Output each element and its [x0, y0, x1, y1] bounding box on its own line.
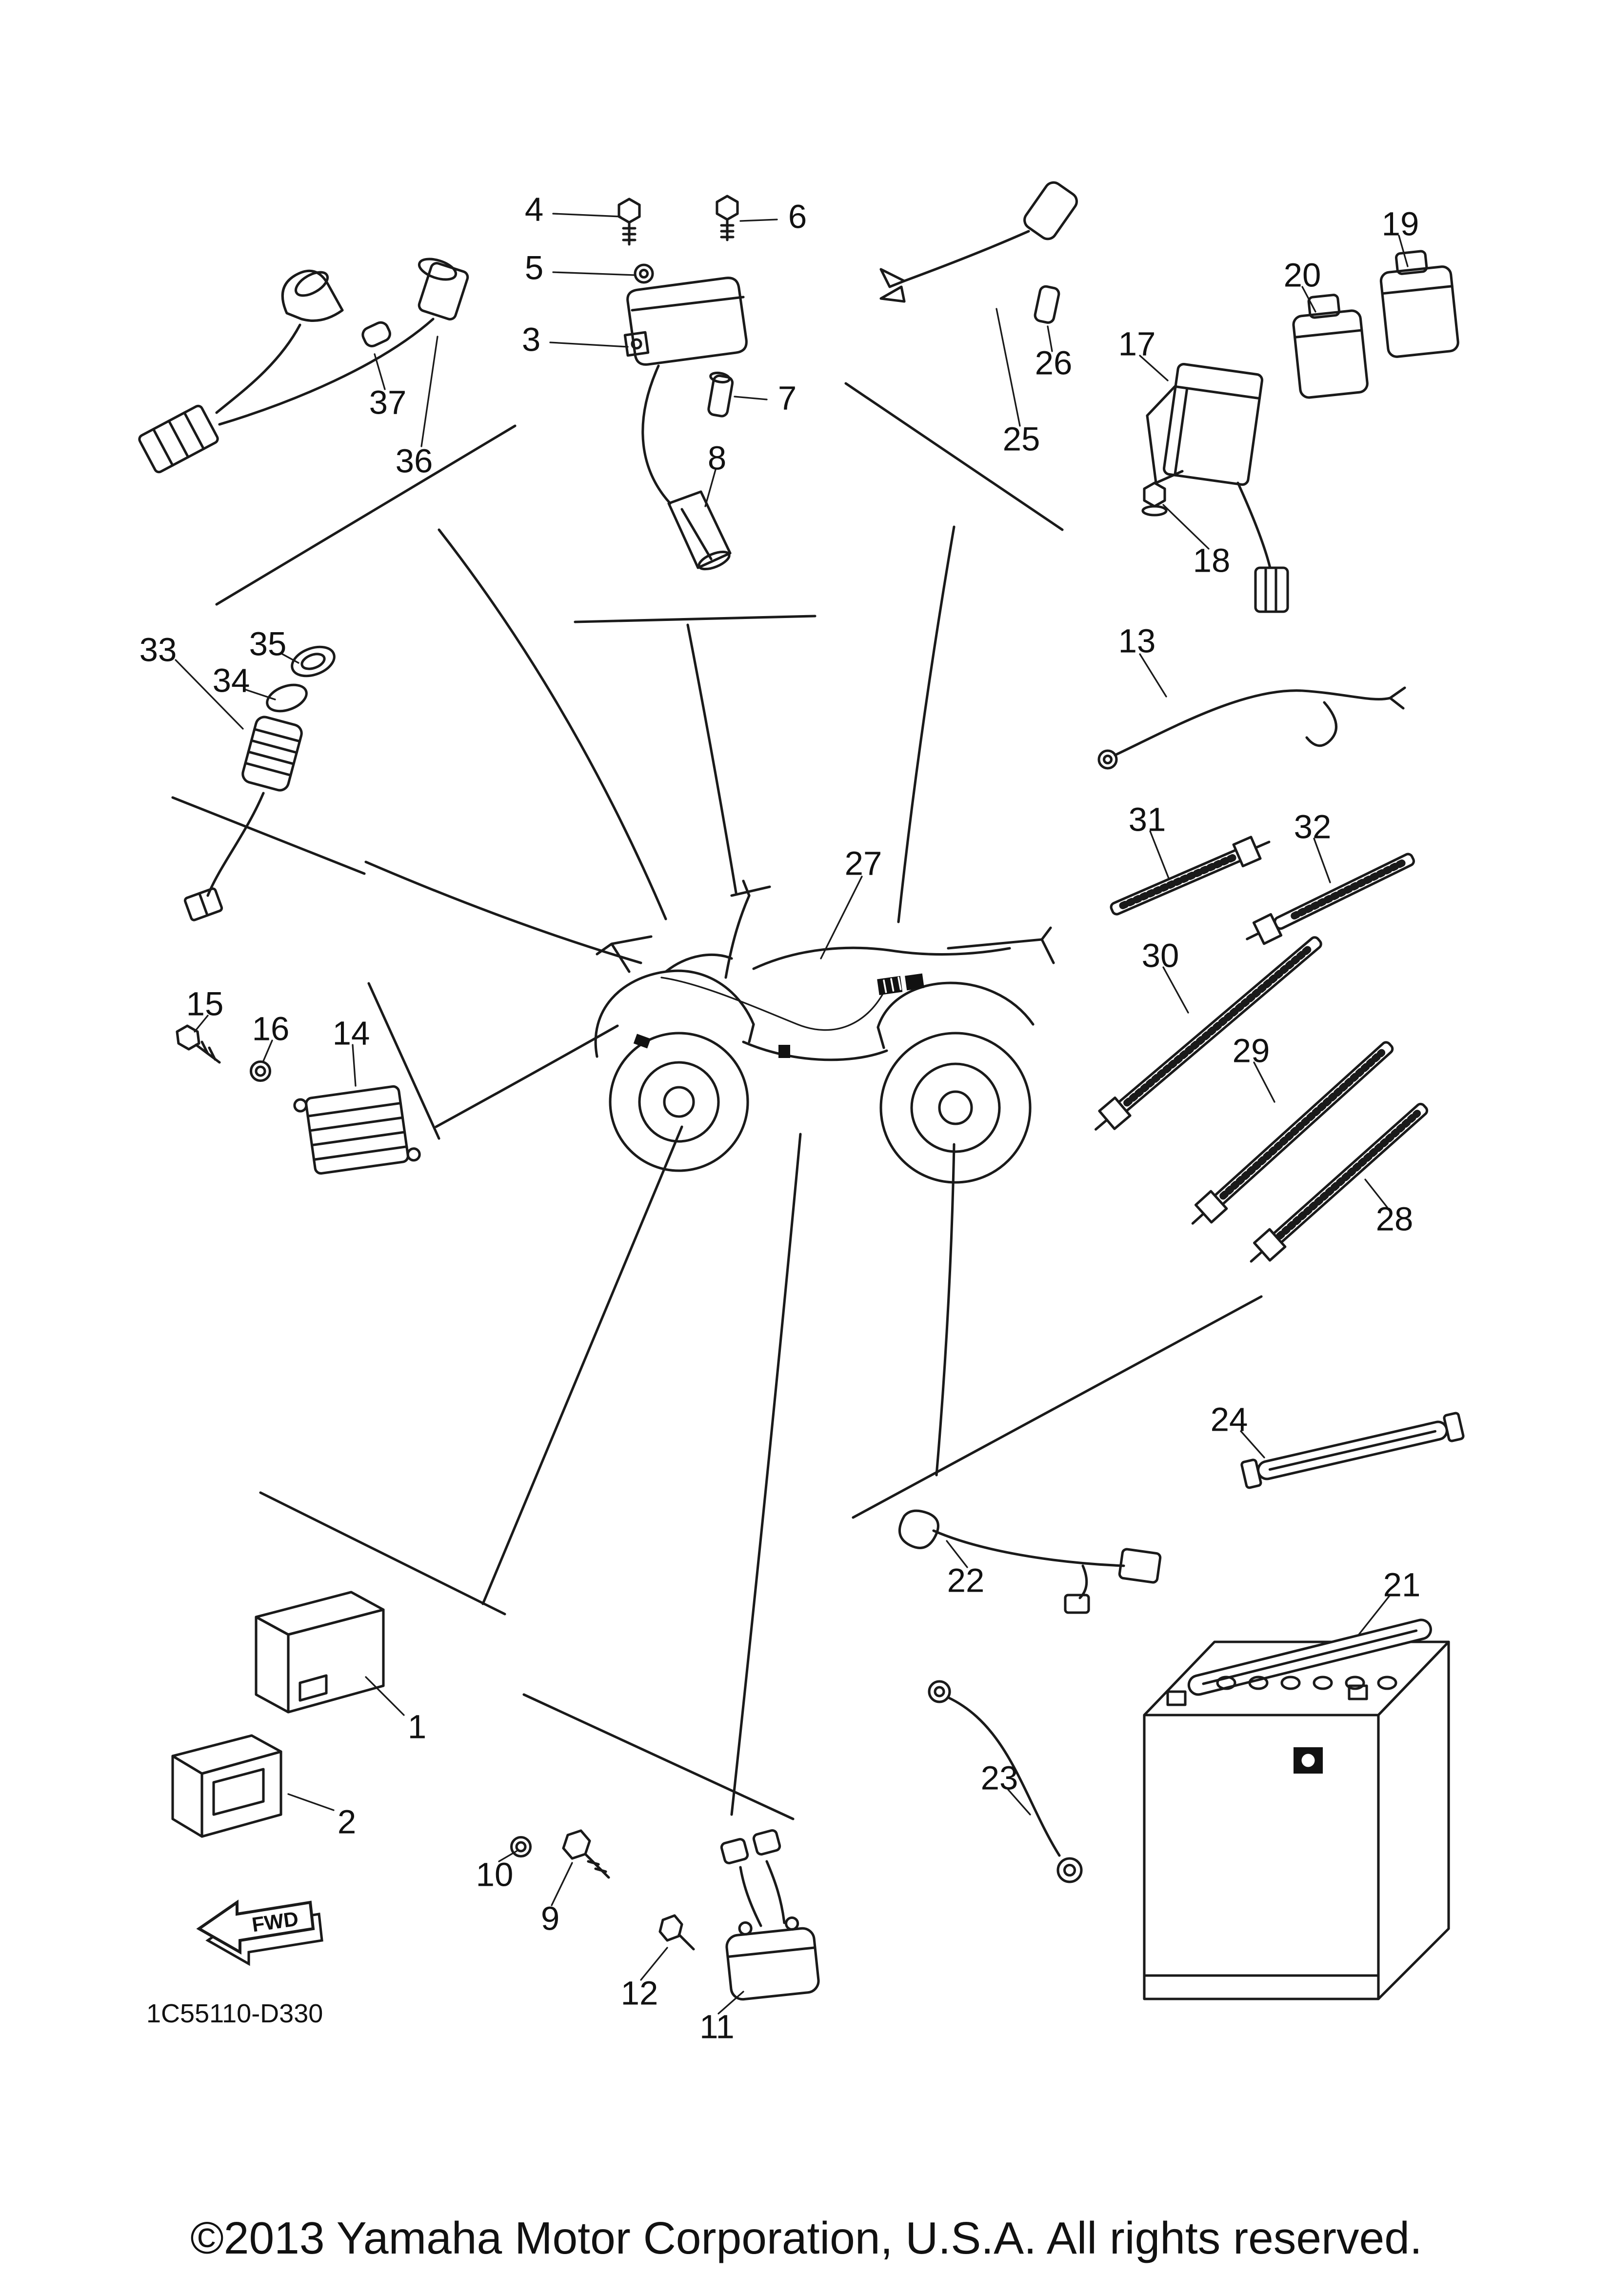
starter-relay-assembly-17-18 — [1141, 363, 1289, 613]
group-divider-lines — [171, 382, 1263, 1820]
harness-leader-curves — [364, 525, 956, 1816]
callout-6: 6 — [788, 198, 807, 236]
callout-9: 9 — [541, 1900, 559, 1937]
callout-36: 36 — [396, 442, 433, 480]
cable-tie-32 — [1246, 853, 1415, 945]
callout-37: 37 — [369, 384, 407, 421]
callout-10: 10 — [476, 1856, 514, 1894]
copyright-text: ©2013 Yamaha Motor Corporation, U.S.A. A… — [190, 2213, 1422, 2263]
lead-wire-assembly-25-26 — [879, 181, 1078, 324]
callout-32: 32 — [1294, 808, 1332, 846]
callout-20: 20 — [1284, 257, 1321, 294]
relay-19 — [1379, 250, 1459, 358]
bolt-12 — [658, 1914, 683, 1942]
callout-19: 19 — [1382, 205, 1419, 243]
callout-17: 17 — [1118, 325, 1156, 363]
cable-tie-28 — [1250, 1102, 1429, 1263]
callout-12: 12 — [621, 1975, 658, 2012]
callout-35: 35 — [249, 625, 287, 663]
callout-22: 22 — [947, 1562, 985, 1599]
callout-23: 23 — [981, 1759, 1018, 1797]
battery-wire-23 — [928, 1680, 1083, 1883]
callout-16: 16 — [252, 1010, 290, 1048]
cable-tie-29 — [1191, 1041, 1394, 1225]
washer-5 — [634, 263, 654, 284]
starter-relay-group — [510, 1829, 820, 2001]
handlebar-connector-assembly-36-37 — [138, 258, 469, 474]
coil-bracket-3 — [623, 331, 650, 357]
battery-wire-22 — [898, 1509, 1162, 1614]
callout-29: 29 — [1233, 1032, 1270, 1070]
callout-27: 27 — [845, 845, 882, 882]
lead-wire-13 — [1097, 686, 1406, 770]
callout-34: 34 — [213, 662, 250, 699]
callout-15: 15 — [186, 985, 224, 1023]
main-switch-assembly — [183, 645, 336, 921]
callout-7: 7 — [778, 379, 797, 417]
cdi-unit-1 — [255, 1591, 385, 1714]
terminal-7 — [707, 374, 734, 418]
cable-tie-30 — [1094, 936, 1322, 1131]
callout-layer: 1234567891011121314151617181920212223242… — [139, 191, 1421, 2046]
washer-10 — [510, 1836, 532, 1858]
callout-33: 33 — [139, 631, 177, 669]
voltage-regulator-assembly — [176, 1024, 421, 1175]
cable-tie-31 — [1110, 836, 1271, 916]
bolt-15 — [176, 1024, 200, 1051]
bolt-6 — [716, 195, 739, 221]
callout-31: 31 — [1129, 801, 1166, 839]
bolt-4 — [617, 198, 641, 224]
washer-16 — [249, 1060, 272, 1082]
callout-1: 1 — [408, 1708, 426, 1746]
bolt-18 — [1143, 481, 1166, 508]
callout-14: 14 — [333, 1015, 370, 1052]
fwd-arrow-icon: FWD — [196, 1899, 323, 1966]
coil-body — [626, 277, 748, 366]
diagram-code: 1C55110-D330 — [146, 1999, 323, 2028]
callout-4: 4 — [525, 191, 543, 228]
callout-11: 11 — [699, 2008, 735, 2046]
terminal-26 — [1034, 285, 1060, 324]
callout-28: 28 — [1376, 1200, 1414, 1238]
callout-18: 18 — [1193, 542, 1231, 579]
cdi-unit-2 — [171, 1734, 282, 1838]
callout-8: 8 — [708, 439, 726, 477]
ignition-coil-assembly — [617, 195, 748, 571]
callout-25: 25 — [1003, 420, 1040, 458]
callout-24: 24 — [1211, 1401, 1248, 1438]
callout-13: 13 — [1118, 622, 1156, 660]
atv-illustration — [594, 879, 1055, 1184]
callout-26: 26 — [1035, 344, 1073, 382]
relay-20 — [1292, 294, 1369, 399]
callout-5: 5 — [525, 249, 543, 287]
spark-plug-cap-8 — [667, 490, 732, 569]
callout-2: 2 — [338, 1803, 356, 1841]
spark-plug-wire — [641, 364, 672, 505]
callout-21: 21 — [1383, 1566, 1421, 1604]
battery-band-24 — [1240, 1412, 1465, 1489]
battery-illustration — [1143, 1618, 1450, 2000]
callout-3: 3 — [522, 321, 540, 359]
callout-30: 30 — [1142, 937, 1179, 975]
callout-leader-lines — [175, 213, 1409, 2015]
